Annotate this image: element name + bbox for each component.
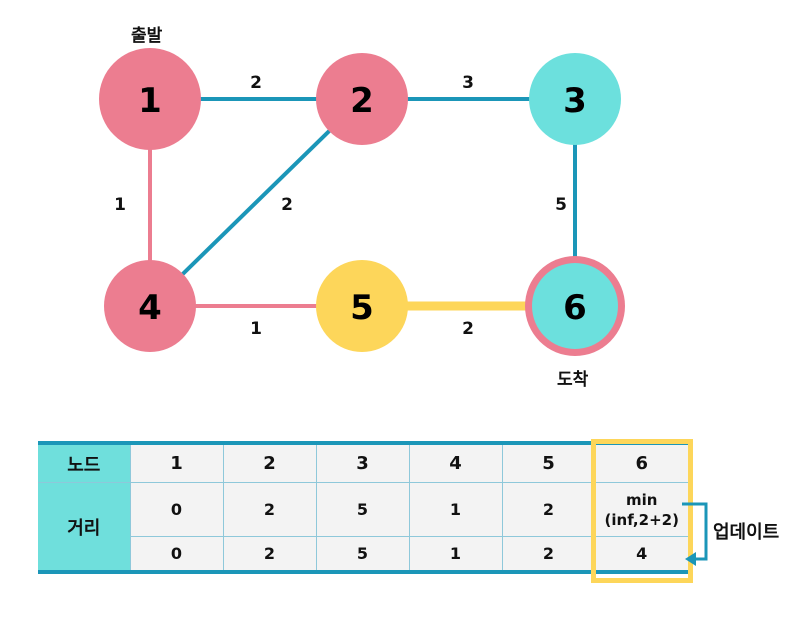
- distance-cell: 1: [408, 536, 503, 573]
- node-3-label: 3: [563, 81, 587, 121]
- node-5-circle: [316, 260, 408, 352]
- end-label: 도착: [557, 370, 589, 390]
- distance-cell: 5: [315, 482, 410, 537]
- edge-weight-2-3: 3: [462, 73, 474, 93]
- update-arrow-icon: [682, 502, 708, 566]
- node-1-label: 1: [138, 81, 162, 121]
- min-formula-cell: min (inf,2+2): [594, 482, 688, 537]
- update-label: 업데이트: [713, 522, 780, 543]
- edge-weight-5-6: 2: [462, 319, 474, 339]
- min-args: (inf,2+2): [604, 510, 679, 529]
- distance-cell: 0: [130, 536, 224, 573]
- node-id-cell: 3: [315, 442, 410, 483]
- distance-cell: 2: [501, 536, 596, 573]
- node-6-label: 6: [563, 288, 587, 328]
- distance-cell: 2: [501, 482, 596, 537]
- node-5-label: 5: [350, 288, 374, 328]
- node-id-cell: 6: [594, 442, 688, 483]
- node-6-circle: [532, 263, 618, 349]
- distance-cell: 2: [222, 536, 317, 573]
- edge-weight-3-6: 5: [555, 195, 567, 215]
- distance-before-row: 거리 0 2 5 1 2 min (inf,2+2): [38, 482, 688, 573]
- edge-weight-4-2: 2: [281, 195, 293, 215]
- start-label: 출발: [131, 26, 163, 46]
- node-id-cell: 1: [129, 442, 224, 483]
- node-header-row: 노드 1 2 3 4 5 6: [38, 442, 688, 483]
- node-id-cell: 4: [408, 442, 503, 483]
- distance-cell: 0: [129, 482, 224, 537]
- node-4-circle: [104, 260, 196, 352]
- node-1-circle: [99, 48, 201, 150]
- graph-diagram: 2 3 1 2 5 1 2 1 2 3 4 5 6: [99, 48, 625, 356]
- edge-4-2: [148, 97, 364, 308]
- node-3-circle: [529, 53, 621, 145]
- edge-weight-4-5: 1: [250, 319, 262, 339]
- min-label: min: [626, 490, 658, 509]
- node-id-cell: 5: [501, 442, 596, 483]
- distance-cell: 5: [315, 536, 410, 573]
- distance-after-row: 0 2 5 1 2 4: [38, 536, 688, 573]
- node-id-cell: 2: [222, 442, 317, 483]
- node-2-label: 2: [350, 81, 374, 121]
- node-2-circle: [316, 53, 408, 145]
- node-header-cell: 노드: [38, 442, 131, 483]
- distance-table: 노드 1 2 3 4 5 6 거리 0 2 5 1 2 min (inf,2+2…: [38, 441, 688, 574]
- distance-header-cell: 거리: [38, 482, 131, 573]
- updated-distance-cell: 4: [594, 536, 688, 573]
- distance-cell: 2: [222, 482, 317, 537]
- edge-weight-1-4: 1: [114, 195, 126, 215]
- distance-cell: 1: [408, 482, 503, 537]
- edge-weight-1-2: 2: [250, 73, 262, 93]
- node-4-label: 4: [138, 288, 162, 328]
